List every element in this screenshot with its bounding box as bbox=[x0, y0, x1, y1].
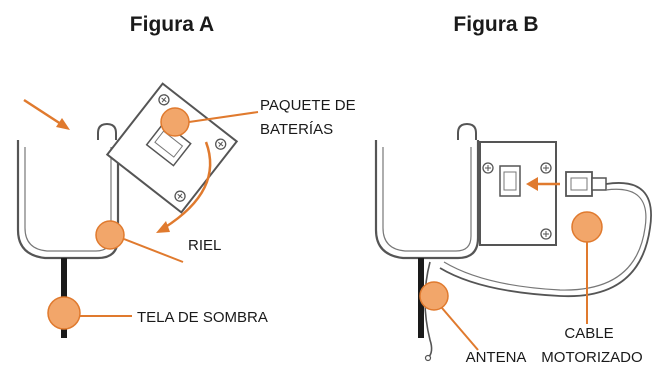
rail-label: RIEL bbox=[188, 237, 221, 254]
rail-bracket-b bbox=[374, 140, 480, 260]
antenna-marker bbox=[419, 281, 449, 311]
figure-a: Figura A bbox=[16, 13, 356, 338]
rotation-arrow bbox=[156, 141, 212, 233]
rail-marker bbox=[95, 220, 125, 250]
battery-pack-label-2: BATERÍAS bbox=[260, 121, 333, 138]
cable-connector bbox=[565, 171, 607, 197]
shade-fabric-label: TELA DE SOMBRA bbox=[137, 309, 268, 326]
battery-pack-marker bbox=[160, 107, 190, 137]
battery-pack-installed bbox=[479, 141, 557, 246]
battery-pack bbox=[105, 82, 239, 214]
antenna-wire bbox=[424, 261, 433, 359]
antenna-label: ANTENA bbox=[466, 349, 527, 366]
cable-label-2: MOTORIZADO bbox=[541, 349, 642, 366]
figure-b-title: Figura B bbox=[453, 13, 538, 36]
shade-fabric-marker bbox=[47, 296, 81, 330]
motorized-cable bbox=[439, 182, 652, 298]
cable-label-1: CABLE bbox=[564, 325, 613, 342]
cable-marker bbox=[571, 211, 603, 243]
connector-insert-arrow bbox=[526, 177, 560, 191]
battery-pack-label-1: PAQUETE DE bbox=[260, 97, 356, 114]
figure-b: Figura B bbox=[374, 13, 652, 366]
figure-a-title: Figura A bbox=[130, 13, 214, 36]
insert-direction-arrow bbox=[23, 98, 70, 130]
